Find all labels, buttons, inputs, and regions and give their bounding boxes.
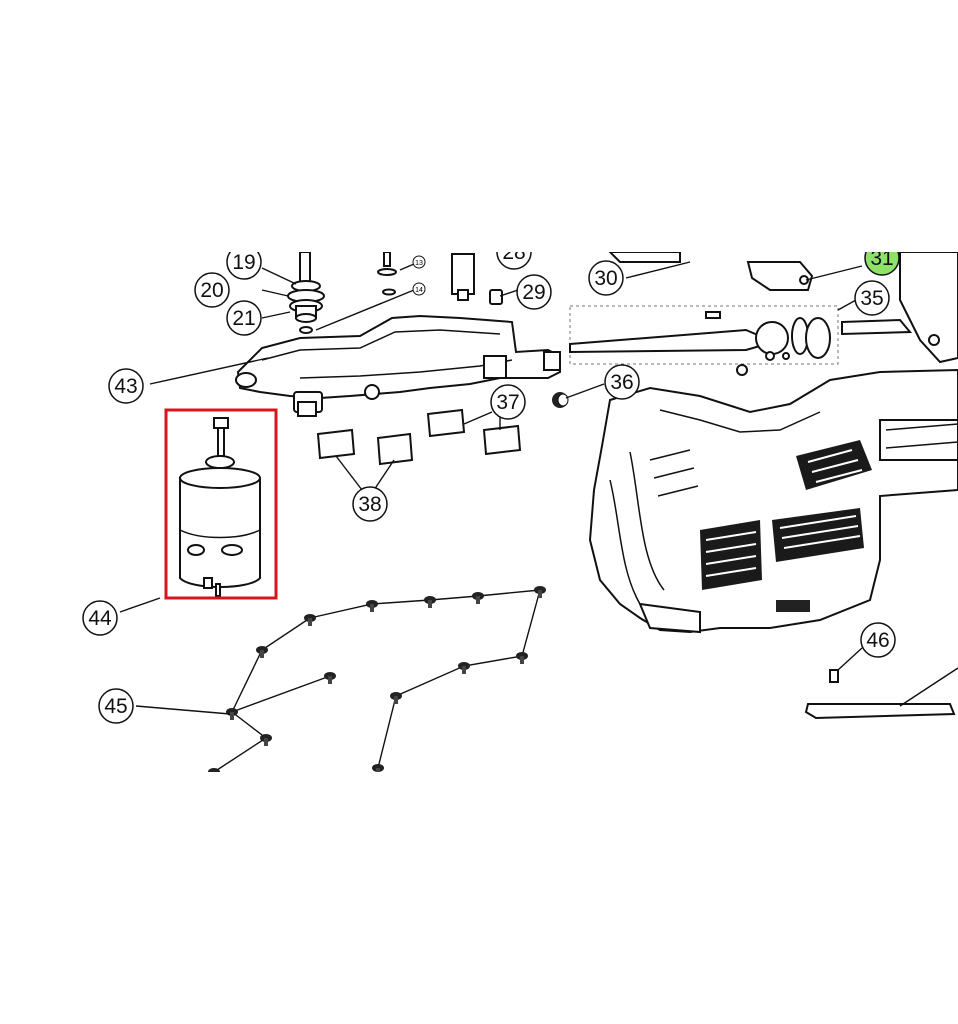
callout-21: 21 <box>226 300 262 336</box>
screw <box>304 614 316 626</box>
gear-housing-part-43 <box>235 314 561 417</box>
upper-assembly-part-30 <box>608 252 814 291</box>
svg-text:13: 13 <box>415 260 423 267</box>
small-callout-13: 13 <box>412 255 426 269</box>
screw <box>324 672 336 684</box>
screws-part-45 <box>208 586 546 772</box>
callout-label-30: 30 <box>594 267 617 290</box>
callout-label-19: 19 <box>232 251 255 274</box>
bushing-part-29 <box>489 289 503 305</box>
callout-31: 31 <box>864 247 900 276</box>
blade-clamp-assembly-part-35 <box>569 305 839 376</box>
callout-19: 19 <box>226 251 262 280</box>
screw <box>534 586 546 598</box>
callout-label-29: 29 <box>522 281 545 304</box>
callout-label-31: 31 <box>870 247 893 270</box>
callout-label-37: 37 <box>496 391 519 414</box>
screw <box>256 646 268 658</box>
callout-35: 35 <box>854 280 890 316</box>
motor-highlight-box <box>164 408 278 600</box>
callout-43: 43 <box>108 368 144 404</box>
callout-label-35: 35 <box>860 287 883 310</box>
bracket-part-31 <box>841 252 958 364</box>
bearing-stack-parts-19-21 <box>287 252 325 334</box>
screw <box>390 692 402 704</box>
screw <box>208 768 220 772</box>
screw <box>260 734 272 746</box>
vent-slots-upper <box>796 440 872 490</box>
callout-44: 44 <box>82 600 118 636</box>
screw <box>366 600 378 612</box>
screw <box>458 662 470 674</box>
callout-label-44: 44 <box>88 607 112 630</box>
screw <box>472 592 484 604</box>
callout-37: 37 <box>490 384 526 420</box>
screw <box>372 764 384 772</box>
callout-label-20: 20 <box>200 279 223 302</box>
callouts: 19 20 21 28 29 30 31 35 36 37 38 43 44 45 46 <box>82 241 900 724</box>
screw <box>424 596 436 608</box>
screw <box>516 652 528 664</box>
brush-parts-37 <box>426 408 522 456</box>
callout-label-43: 43 <box>114 375 137 398</box>
callout-29: 29 <box>516 274 552 310</box>
callout-20: 20 <box>194 272 230 308</box>
callout-30: 30 <box>588 260 624 296</box>
callout-45: 45 <box>98 688 134 724</box>
callout-label-38: 38 <box>358 493 381 516</box>
hex-key-part-46 <box>804 667 958 720</box>
callout-label-36: 36 <box>610 371 633 394</box>
vent-slots-lower <box>772 508 864 562</box>
cap-part-36 <box>552 392 569 408</box>
saw-housing-body <box>588 368 958 634</box>
callout-38: 38 <box>352 486 388 522</box>
callout-label-45: 45 <box>104 695 127 718</box>
leader-lines <box>119 261 863 715</box>
callout-label-28: 28 <box>502 241 525 264</box>
callout-28: 28 <box>496 241 532 270</box>
callout-46: 46 <box>860 622 896 658</box>
callout-label-46: 46 <box>866 629 889 652</box>
motor-part-44 <box>179 417 261 597</box>
brush-parts-38 <box>316 428 414 466</box>
vent-slots-grip <box>700 520 762 590</box>
small-callout-14: 14 <box>412 282 426 296</box>
callout-label-21: 21 <box>232 307 255 330</box>
callout-36: 36 <box>604 364 640 400</box>
svg-text:14: 14 <box>415 287 423 294</box>
switch-part-28 <box>451 253 475 301</box>
